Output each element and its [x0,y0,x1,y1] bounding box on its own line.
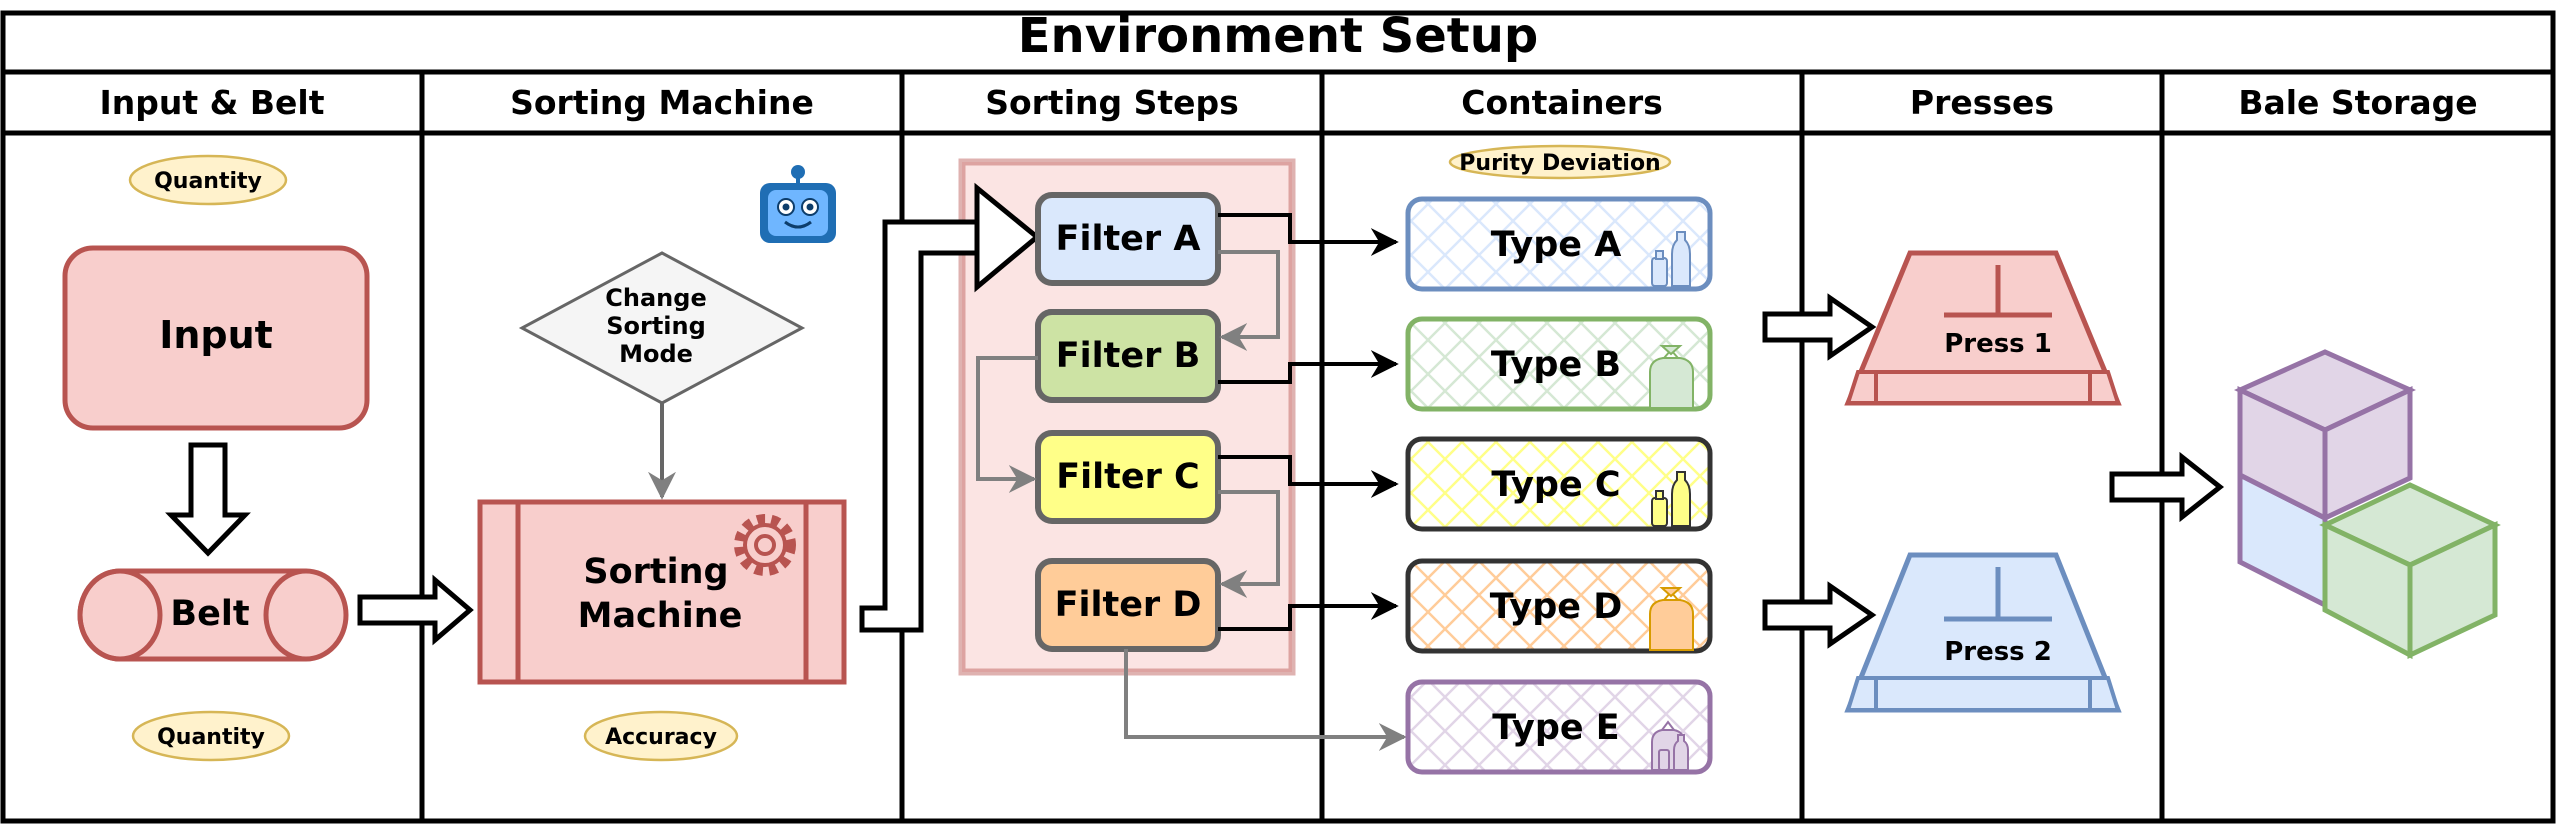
bag-icon [1649,587,1694,651]
svg-text:Press 1: Press 1 [1944,329,2052,359]
diagram-title: Environment Setup [1018,8,1539,64]
lane-header-bale-storage: Bale Storage [2238,83,2477,122]
container-type-d: Type D [1405,558,1713,654]
container-type-a: Type A [1405,196,1713,292]
belt-node: Belt [77,568,349,662]
svg-text:Filter C: Filter C [1056,457,1200,497]
svg-text:Sorting: Sorting [606,312,706,340]
quantity-badge-top: Quantity [128,154,288,206]
svg-text:Quantity: Quantity [154,169,262,194]
svg-text:Input: Input [159,313,273,357]
bottles-icon [1651,471,1691,527]
container-type-e: Type E [1405,679,1713,775]
svg-text:Quantity: Quantity [157,725,265,750]
svg-text:Type D: Type D [1490,587,1623,627]
lane-header-containers: Containers [1461,83,1663,122]
gear-icon [734,514,796,576]
svg-text:Belt: Belt [170,594,249,634]
svg-text:Change: Change [605,284,706,312]
filter-c-output-arrow [1218,455,1399,498]
lane-header-presses: Presses [1910,83,2054,122]
container-type-b: Type B [1405,316,1713,412]
input-node: Input [62,245,370,431]
bottles-icon [1651,231,1691,287]
filter-b-output-arrow [1218,350,1399,384]
svg-text:Filter A: Filter A [1056,219,1201,259]
input-to-belt-arrow [165,442,251,557]
svg-text:Filter B: Filter B [1056,336,1201,376]
svg-text:Type A: Type A [1491,225,1622,265]
containers-to-press-1-arrow [1762,293,1877,361]
containers-to-press-2-arrow [1762,581,1877,649]
svg-text:Purity Deviation: Purity Deviation [1459,151,1660,176]
filter-c-node: Filter C [1035,430,1221,524]
lane-header-sorting-steps: Sorting Steps [985,83,1239,122]
filter-d-output-arrow [1218,592,1399,631]
filter-d-to-type-e-connector [1124,649,1407,751]
presses-to-storage-arrow [2109,451,2225,523]
svg-text:Type B: Type B [1491,345,1621,385]
filter-b-to-c-connector [976,356,1038,493]
change-sorting-mode-decision: Change Sorting Mode [518,251,806,405]
svg-text:Mode: Mode [619,340,693,368]
mixed-waste-icon [1651,720,1689,771]
svg-text:Machine: Machine [578,596,743,636]
filter-a-output-arrow [1218,213,1399,256]
lane-header-input-belt: Input & Belt [99,83,324,122]
press-1-node: Press 1 [1844,250,2122,406]
filter-b-node: Filter B [1035,309,1221,403]
belt-to-machine-arrow [357,574,474,646]
accuracy-badge: Accuracy [583,710,739,762]
svg-text:Type E: Type E [1492,708,1619,748]
svg-text:Accuracy: Accuracy [605,725,717,750]
filter-a-node: Filter A [1035,192,1221,286]
machine-to-filters-arrow [859,182,1041,633]
lane-header-sorting-machine: Sorting Machine [510,83,814,122]
svg-text:Type C: Type C [1491,465,1620,505]
press-2-node: Press 2 [1844,552,2122,713]
filter-c-to-d-connector [1218,490,1280,598]
robot-icon [760,165,836,243]
bale-cubes-icon [2234,349,2501,660]
bag-icon [1649,345,1694,409]
svg-text:Filter D: Filter D [1055,585,1202,625]
filter-a-to-b-connector [1218,250,1280,351]
filter-d-node: Filter D [1035,558,1221,652]
purity-deviation-badge: Purity Deviation [1448,144,1672,180]
svg-text:Sorting: Sorting [583,552,728,592]
svg-text:Press 2: Press 2 [1944,637,2052,667]
quantity-badge-bottom: Quantity [131,710,291,762]
container-type-c: Type C [1405,436,1713,532]
